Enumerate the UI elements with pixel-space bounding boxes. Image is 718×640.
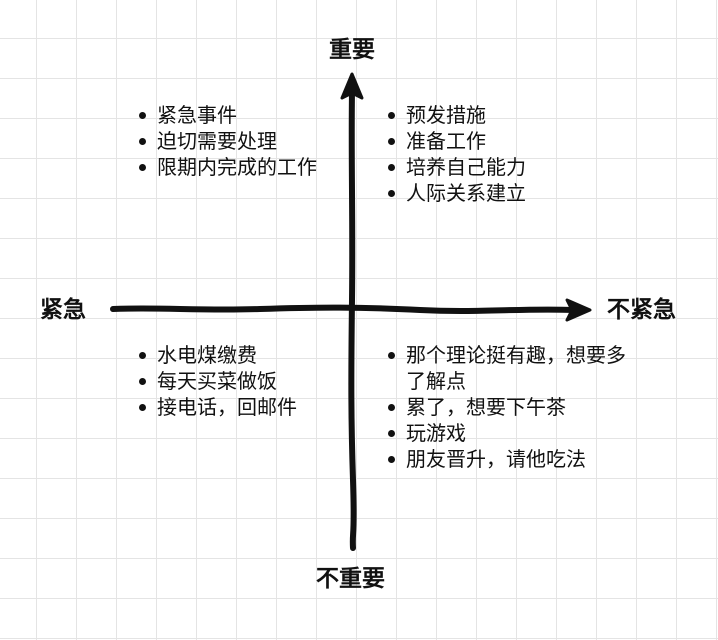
list-item: 朋友晋升，请他吃法 — [388, 446, 630, 472]
axis-label-not-urgent: 不紧急 — [607, 297, 676, 323]
vertical-axis — [348, 89, 357, 551]
quadrant-important-urgent: 紧急事件 迫切需要处理 限期内完成的工作 — [139, 102, 329, 180]
list-item: 玩游戏 — [388, 420, 630, 446]
arrow-right-icon — [565, 298, 592, 322]
list-item: 培养自己能力 — [388, 154, 588, 180]
list-item: 累了，想要下午茶 — [388, 394, 630, 420]
quadrant-not-important-not-urgent: 那个理论挺有趣，想要多了解点 累了，想要下午茶 玩游戏 朋友晋升，请他吃法 — [388, 342, 630, 472]
list-item: 预发措施 — [388, 102, 588, 128]
quadrant-not-important-urgent: 水电煤缴费 每天买菜做饭 接电话，回邮件 — [139, 342, 339, 420]
axis-label-urgent: 紧急 — [40, 297, 86, 323]
list-item: 准备工作 — [388, 128, 588, 154]
list-item: 紧急事件 — [139, 102, 329, 128]
list-item: 人际关系建立 — [388, 180, 588, 206]
axis-label-not-important: 不重要 — [316, 566, 385, 592]
list-item: 每天买菜做饭 — [139, 368, 339, 394]
arrow-up-icon — [340, 72, 364, 100]
list-item: 接电话，回邮件 — [139, 394, 339, 420]
quadrant-important-not-urgent: 预发措施 准备工作 培养自己能力 人际关系建立 — [388, 102, 588, 206]
horizontal-axis — [110, 304, 577, 314]
list-item: 水电煤缴费 — [139, 342, 339, 368]
list-item: 那个理论挺有趣，想要多了解点 — [388, 342, 630, 394]
axis-label-important: 重要 — [329, 37, 375, 63]
list-item: 限期内完成的工作 — [139, 154, 329, 180]
list-item: 迫切需要处理 — [139, 128, 329, 154]
